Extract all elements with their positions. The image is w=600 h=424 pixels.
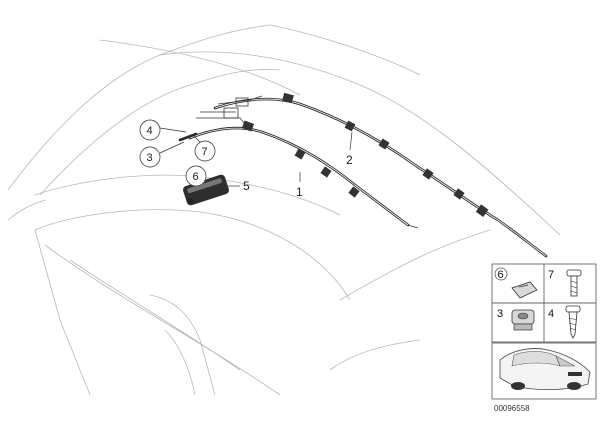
callout-1-label: 1	[296, 185, 303, 199]
callout-2: 2	[346, 131, 353, 167]
parts-table-label-4: 4	[548, 308, 554, 320]
parts-table-cell-7: 7	[548, 269, 582, 297]
callout-5: 5	[228, 179, 250, 193]
parts-table-label-3: 3	[497, 308, 503, 320]
parts-table-cell-6: 6	[494, 267, 538, 299]
callout-3-label: 3	[147, 152, 153, 164]
curtain-airbag-1	[178, 107, 419, 229]
parts-table-label-6: 6	[498, 269, 504, 281]
parts-table: 6 7 3 4	[491, 263, 597, 343]
parts-table-label-7: 7	[548, 269, 554, 281]
diagram-code: 00096558	[494, 404, 530, 413]
callout-6: 6	[185, 165, 207, 187]
car-body-outline	[7, 24, 561, 396]
callout-4: 4	[139, 119, 187, 141]
callout-6-label: 6	[193, 171, 199, 183]
car-thumbnail	[491, 342, 597, 400]
curtain-airbag-2	[213, 92, 548, 258]
callout-3: 3	[139, 141, 185, 168]
callout-1: 1	[296, 172, 303, 199]
callout-2-label: 2	[346, 153, 353, 167]
callout-5-label: 5	[243, 179, 250, 193]
airbag-module-5	[183, 174, 229, 206]
callout-7: 7	[193, 135, 216, 162]
callout-4-label: 4	[147, 125, 153, 137]
parts-table-cell-3: 3	[497, 308, 535, 331]
callout-7-label: 7	[202, 146, 208, 158]
parts-table-cell-4: 4	[548, 305, 581, 339]
